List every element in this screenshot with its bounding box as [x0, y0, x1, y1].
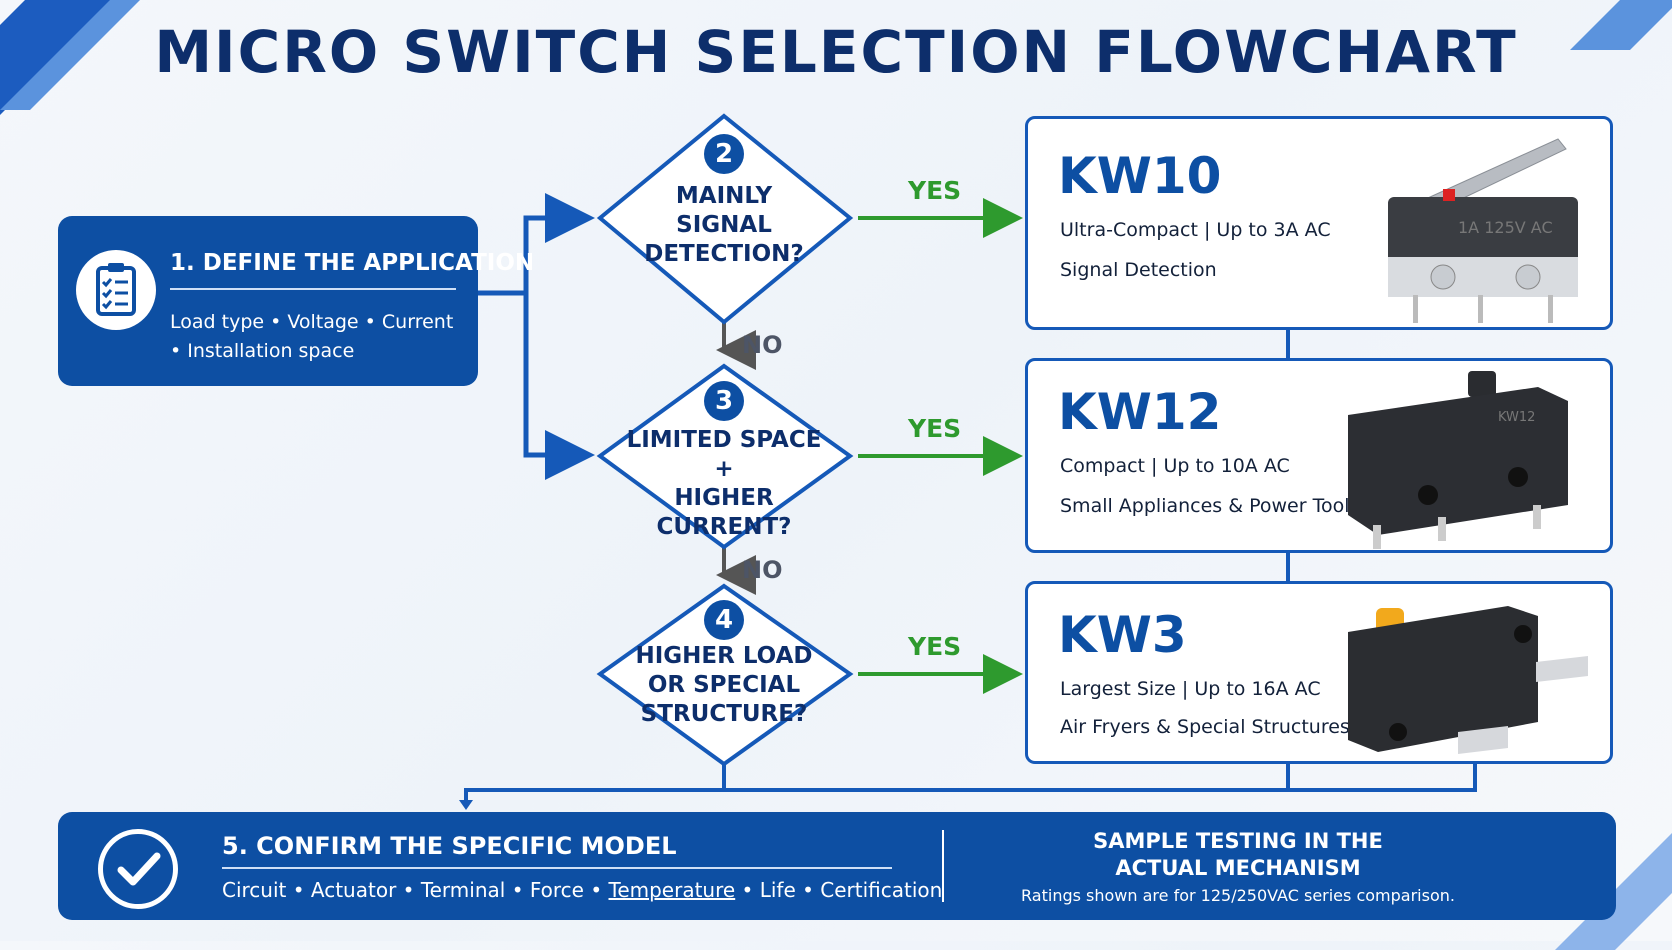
step5-item: Certification — [820, 878, 943, 902]
decision-diamond-4 — [596, 583, 854, 767]
micro-switch-lever-image: 1A 125V AC — [1388, 138, 1578, 323]
step5-item: Circuit — [222, 878, 287, 902]
model-spec: Largest Size | Up to 16A AC — [1060, 678, 1321, 700]
decision-number-badge: 4 — [704, 600, 744, 640]
model-card-kw10: KW10 Ultra-Compact | Up to 3A AC Signal … — [1025, 116, 1613, 330]
model-name: KW3 — [1058, 606, 1187, 664]
step5-items: Circuit • Actuator • Terminal • Force • … — [222, 878, 943, 902]
decision-2-text: MAINLY SIGNAL DETECTION? — [644, 183, 804, 267]
checkmark-circle-icon — [98, 829, 178, 909]
page-title: MICRO SWITCH SELECTION FLOWCHART — [154, 18, 1518, 86]
step5-item: Terminal — [420, 878, 506, 902]
decision-number-badge: 2 — [704, 134, 744, 174]
model-use: Signal Detection — [1060, 259, 1217, 281]
model-card-kw3: KW3 Largest Size | Up to 16A AC Air Frye… — [1025, 581, 1613, 764]
step5-title: 5. CONFIRM THE SPECIFIC MODEL — [222, 832, 677, 860]
decision-number-badge: 3 — [704, 381, 744, 421]
step1-description: Load type • Voltage • Current • Installa… — [170, 311, 454, 362]
confirm-model-bar: 5. CONFIRM THE SPECIFIC MODEL Circuit • … — [58, 812, 1616, 920]
no-label: NO — [742, 556, 783, 584]
connector-define-to-decision2 — [478, 193, 595, 296]
step5-item: Temperature — [608, 878, 736, 902]
switch-print-text: 1A 125V AC — [1458, 218, 1553, 237]
step5-item: Life — [759, 878, 796, 902]
define-application-box: 1. DEFINE THE APPLICATION Load type • Vo… — [58, 216, 534, 386]
model-use: Air Fryers & Special Structures — [1060, 716, 1350, 738]
connector-to-step5 — [464, 764, 1477, 806]
model-use: Small Appliances & Power Tools — [1060, 495, 1360, 517]
model-name: KW12 — [1058, 383, 1222, 441]
bar-divider — [942, 830, 944, 902]
decision-4-text: HIGHER LOAD OR SPECIAL STRUCTURE? — [635, 643, 813, 727]
yes-label: YES — [908, 176, 962, 205]
model-spec: Compact | Up to 10A AC — [1060, 455, 1290, 477]
step1-divider — [170, 288, 456, 290]
model-spec: Ultra-Compact | Up to 3A AC — [1060, 219, 1331, 241]
decision-diamond-3 — [596, 363, 854, 550]
no-label: NO — [742, 331, 783, 359]
step5-item: Actuator — [310, 878, 397, 902]
yes-label: YES — [908, 632, 962, 661]
clipboard-checklist-icon — [76, 250, 156, 330]
decision-3-text: LIMITED SPACE + HIGHER CURRENT? — [626, 427, 822, 540]
micro-switch-large-image — [1348, 606, 1588, 754]
connector-define-to-decision3 — [523, 293, 595, 480]
switch-print-text: KW12 — [1498, 410, 1535, 425]
model-card-kw12: KW12 Compact | Up to 10A AC Small Applia… — [1025, 358, 1613, 553]
step5-item: Force — [529, 878, 584, 902]
step5-divider — [222, 867, 892, 869]
micro-switch-compact-image: KW12 — [1348, 371, 1568, 549]
model-name: KW10 — [1058, 147, 1222, 205]
connector-to-step5-head — [459, 800, 473, 810]
sample-testing-title: SAMPLE TESTING IN THE ACTUAL MECHANISM — [1093, 829, 1383, 880]
ratings-note: Ratings shown are for 125/250VAC series … — [1021, 886, 1455, 905]
decision-diamond-2 — [596, 113, 854, 325]
step1-title: 1. DEFINE THE APPLICATION — [170, 250, 535, 276]
yes-label: YES — [908, 414, 962, 443]
